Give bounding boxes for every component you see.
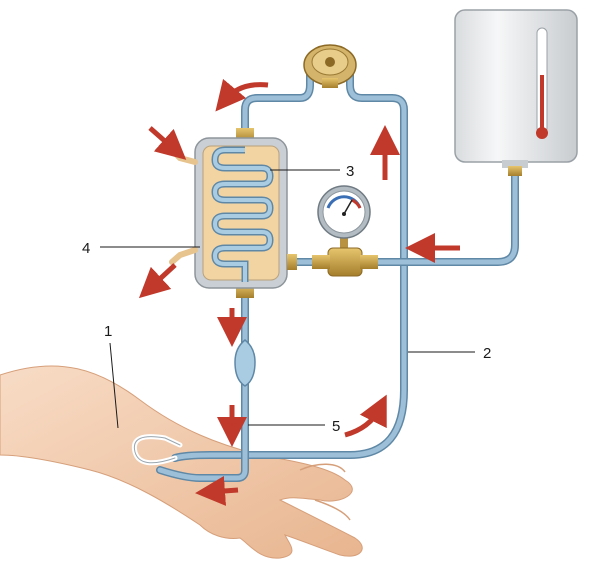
drip-chamber-icon [234, 339, 256, 387]
callout-2: 2 [483, 345, 491, 362]
flow-arrow-icon [138, 78, 460, 506]
callout-5: 5 [332, 418, 340, 435]
water-tank-icon [454, 9, 578, 176]
pump-icon [303, 44, 357, 88]
leader-lines [100, 169, 475, 429]
hand-icon [299, 463, 351, 521]
callout-3: 3 [346, 163, 354, 180]
thermometer-icon [536, 27, 548, 139]
callout-4: 4 [82, 240, 90, 257]
callout-1: 1 [104, 323, 112, 340]
pressure-gauge-icon [312, 185, 378, 277]
forearm-icon [0, 365, 363, 559]
heat-exchanger-icon [169, 128, 297, 298]
